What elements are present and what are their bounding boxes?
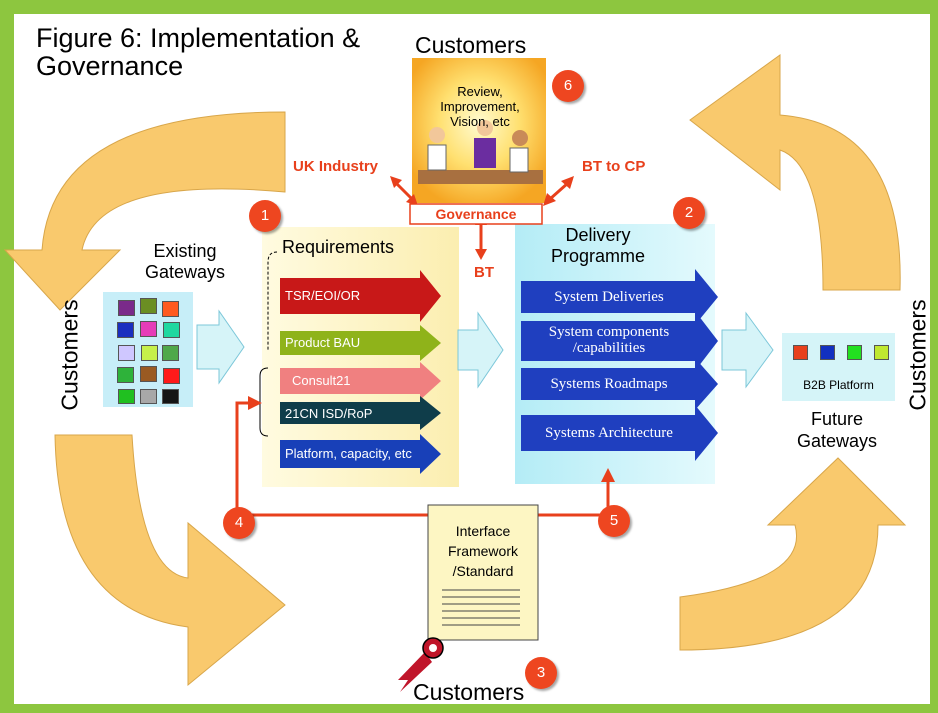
delivery-item-system-deliveries: System Deliveries xyxy=(554,289,664,305)
delivery-programme-title: Delivery Programme xyxy=(550,225,646,266)
curved-arrow-bottom-right xyxy=(679,457,907,651)
delivery-item-systems-roadmaps: Systems Roadmaps xyxy=(550,376,668,392)
seal-ribbon-icon xyxy=(398,637,444,692)
flow-arrow-gateways-to-requirements xyxy=(196,309,245,385)
delivery-item-system-components: System components /capabilities xyxy=(548,324,670,356)
requirements-dashed-brace xyxy=(267,251,278,350)
curved-arrow-bottom-left xyxy=(54,434,286,687)
step-badge-3: 3 xyxy=(525,657,557,689)
customers-label-top: Customers xyxy=(415,32,527,58)
customers-label-left: Customers xyxy=(56,299,83,411)
step-badge-1: 1 xyxy=(249,200,281,232)
bt-label: BT xyxy=(474,264,494,281)
review-text: Review, Improvement, Vision, etc xyxy=(440,84,520,129)
governance-box xyxy=(409,203,543,225)
governance-label: Governance xyxy=(435,206,517,222)
red-connector-lines xyxy=(235,396,615,522)
customers-meeting-image xyxy=(412,58,546,203)
requirement-item-consult21: Consult21 xyxy=(292,373,351,388)
flow-arrow-requirements-to-delivery xyxy=(457,311,504,389)
existing-gateways-label: Existing Gateways xyxy=(144,241,226,282)
requirement-item-tsr: TSR/EOI/OR xyxy=(285,288,361,303)
b2b-platform-box xyxy=(782,333,895,401)
b2b-platform-label: B2B Platform xyxy=(803,378,874,392)
customers-label-bottom: Customers xyxy=(413,679,525,705)
step-badge-6: 6 xyxy=(552,70,584,102)
curved-arrow-top-right xyxy=(689,54,901,291)
figure-title: Figure 6: Implementation & Governance xyxy=(36,23,361,81)
requirement-item-platform: Platform, capacity, etc xyxy=(285,446,412,461)
requirement-item-21cn: 21CN ISD/RoP xyxy=(285,406,373,421)
requirement-item-product-bau: Product BAU xyxy=(285,335,361,350)
future-gateways-label: Future Gateways xyxy=(796,409,878,451)
requirements-arrows xyxy=(280,270,441,474)
delivery-item-systems-architecture: Systems Architecture xyxy=(545,425,673,441)
delivery-arrows xyxy=(521,269,718,461)
flow-arrow-delivery-to-future xyxy=(721,311,774,389)
requirements-title: Requirements xyxy=(282,237,395,257)
step-badge-2: 2 xyxy=(673,197,705,229)
uk-industry-label: UK Industry xyxy=(293,158,379,175)
customers-label-right: Customers xyxy=(904,299,931,411)
step-badge-4: 4 xyxy=(223,507,255,539)
interface-framework-label: Interface Framework /Standard xyxy=(447,523,518,579)
interface-document xyxy=(427,504,539,641)
step-badge-5: 5 xyxy=(598,505,630,537)
curved-arrow-top-left xyxy=(3,111,286,311)
bt-to-cp-label: BT to CP xyxy=(582,158,646,175)
